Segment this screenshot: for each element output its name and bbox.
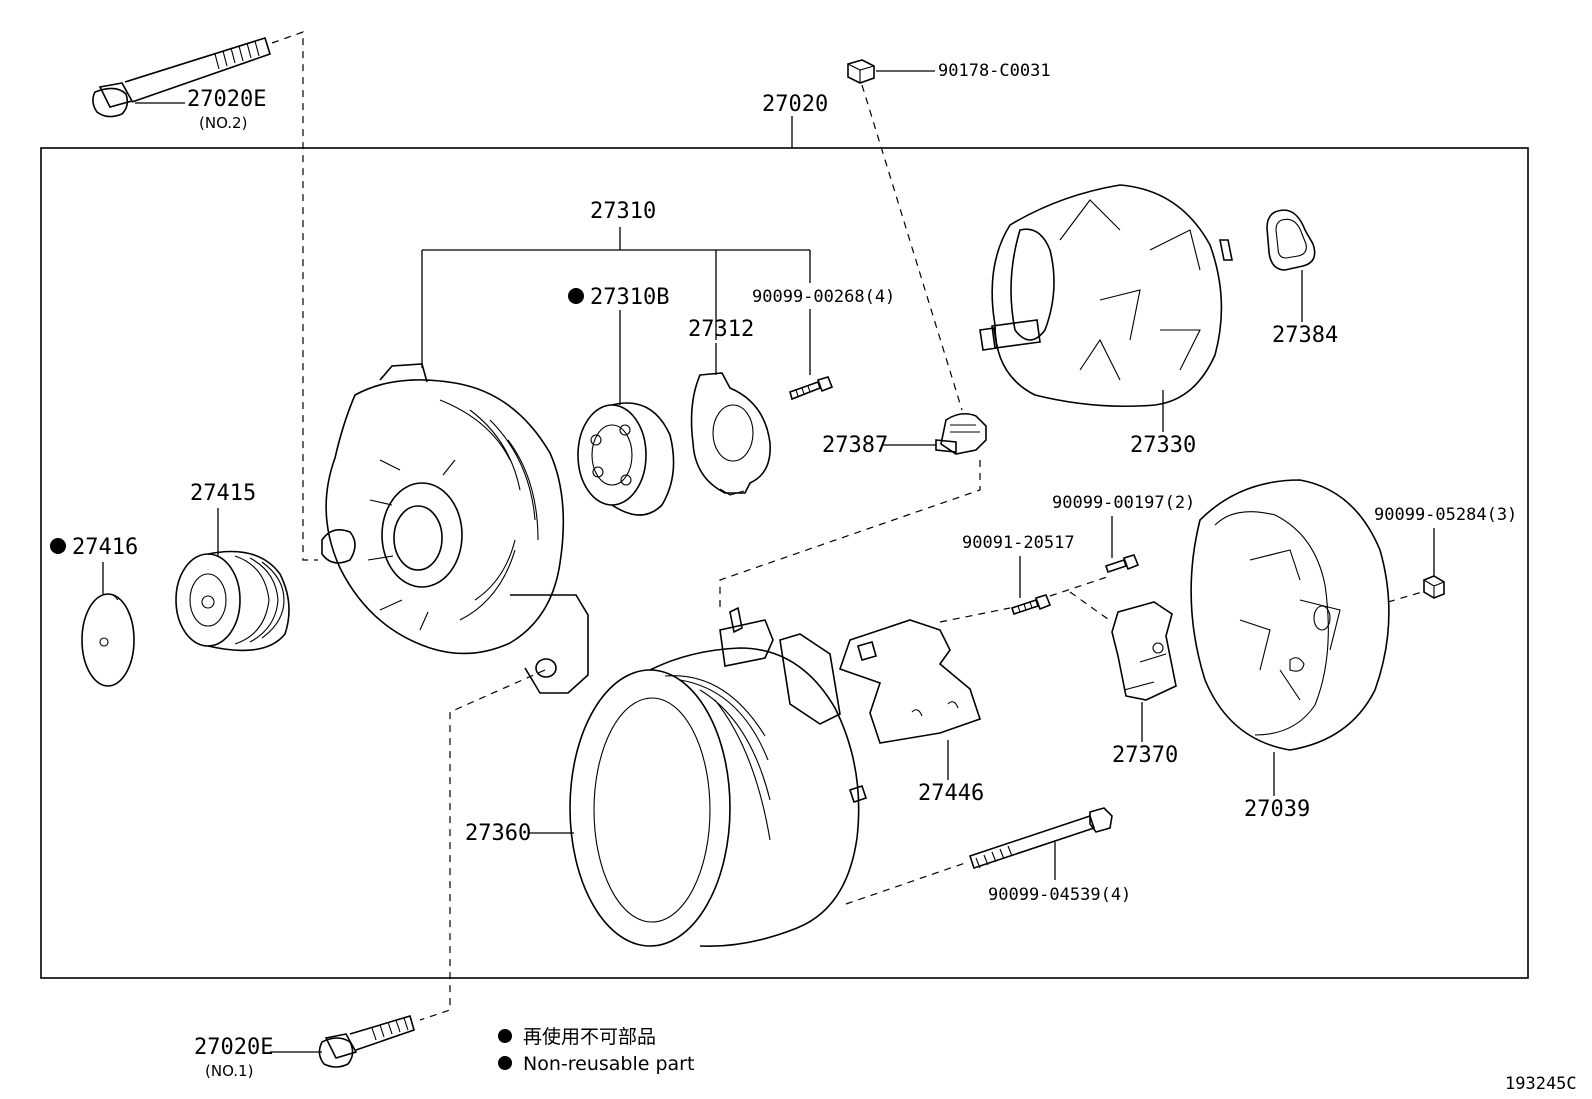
- pulley-cap-nonreusable-dot: [50, 538, 66, 554]
- screw-b-part[interactable]: [1010, 594, 1052, 616]
- screw-a-part[interactable]: [1104, 554, 1140, 574]
- nut-cover-dashline: [1387, 591, 1423, 603]
- pulley-cap-part[interactable]: [81, 593, 135, 687]
- plate-label[interactable]: 27446: [918, 781, 984, 806]
- figure-code: 193245C: [1505, 1074, 1577, 1094]
- bolt-no1-note: (NO.1): [205, 1062, 253, 1080]
- retainer-screw-label[interactable]: 90099-00268(4): [752, 287, 895, 307]
- nut-top-part[interactable]: [847, 59, 875, 84]
- assembly-label[interactable]: 27020: [762, 92, 828, 117]
- frame-drive-label[interactable]: 27310: [590, 199, 656, 224]
- rotor-part[interactable]: [979, 184, 1233, 408]
- bolt-no2-part[interactable]: [92, 36, 271, 118]
- brush-holder-label[interactable]: 27370: [1112, 743, 1178, 768]
- bolt-no1-label[interactable]: 27020E: [194, 1035, 273, 1060]
- nut-cover-label[interactable]: 90099-05284(3): [1374, 505, 1517, 525]
- retainer-label[interactable]: 27312: [688, 317, 754, 342]
- screw-b-dashline: [939, 575, 1111, 623]
- pulley-label[interactable]: 27415: [190, 481, 256, 506]
- ring-part[interactable]: [1266, 209, 1316, 271]
- stator-rectifier-part[interactable]: [569, 606, 868, 947]
- legend-dot-jp: [498, 1029, 512, 1043]
- retainer-part[interactable]: [690, 372, 771, 496]
- legend-en-text: Non-reusable part: [523, 1053, 694, 1075]
- brush-holder-part[interactable]: [1111, 601, 1177, 701]
- legend-jp-text: 再使用不可部品: [523, 1026, 656, 1048]
- screw-b-label[interactable]: 90091-20517: [962, 533, 1075, 553]
- nut-top-dashline: [861, 84, 963, 411]
- rear-cover-part[interactable]: [1190, 479, 1390, 751]
- insulator-part[interactable]: [935, 412, 987, 455]
- bearing-label[interactable]: 27310B: [590, 285, 669, 310]
- frame-drive-bracket: [421, 227, 811, 368]
- bolt-no1-dashline: [419, 669, 546, 1021]
- bolt-no2-dashline: [271, 31, 318, 561]
- nut-cover-part[interactable]: [1423, 575, 1445, 599]
- assembly-frame: [40, 147, 1529, 979]
- legend-dot-en: [498, 1056, 512, 1070]
- retainer-screw-part[interactable]: [789, 376, 834, 401]
- nut-top-label[interactable]: 90178-C0031: [938, 61, 1051, 81]
- through-bolt-label[interactable]: 90099-04539(4): [988, 885, 1131, 905]
- bolt-no2-note: (NO.2): [199, 114, 247, 132]
- legend: 再使用不可部品 Non-reusable part: [498, 1026, 694, 1075]
- insulator-label[interactable]: 27387: [822, 433, 888, 458]
- plate-part[interactable]: [838, 619, 982, 744]
- ring-label[interactable]: 27384: [1272, 323, 1338, 348]
- drive-end-frame-part[interactable]: [321, 363, 589, 694]
- bearing-part[interactable]: [577, 402, 675, 516]
- pulley-cap-label[interactable]: 27416: [72, 535, 138, 560]
- bolt-no1-part[interactable]: [318, 1015, 415, 1068]
- screw-a-dashline: [1069, 591, 1113, 623]
- through-bolt-part[interactable]: [968, 807, 1113, 870]
- through-bolt-dashline: [845, 861, 969, 905]
- bearing-nonreusable-dot: [568, 288, 584, 304]
- insulator-dashline: [719, 460, 981, 610]
- rear-cover-label[interactable]: 27039: [1244, 797, 1310, 822]
- pulley-part[interactable]: [175, 550, 290, 652]
- bolt-no2-label[interactable]: 27020E: [187, 87, 266, 112]
- stator-rectifier-label[interactable]: 27360: [465, 821, 531, 846]
- rotor-label[interactable]: 27330: [1130, 433, 1196, 458]
- screw-a-label[interactable]: 90099-00197(2): [1052, 493, 1195, 513]
